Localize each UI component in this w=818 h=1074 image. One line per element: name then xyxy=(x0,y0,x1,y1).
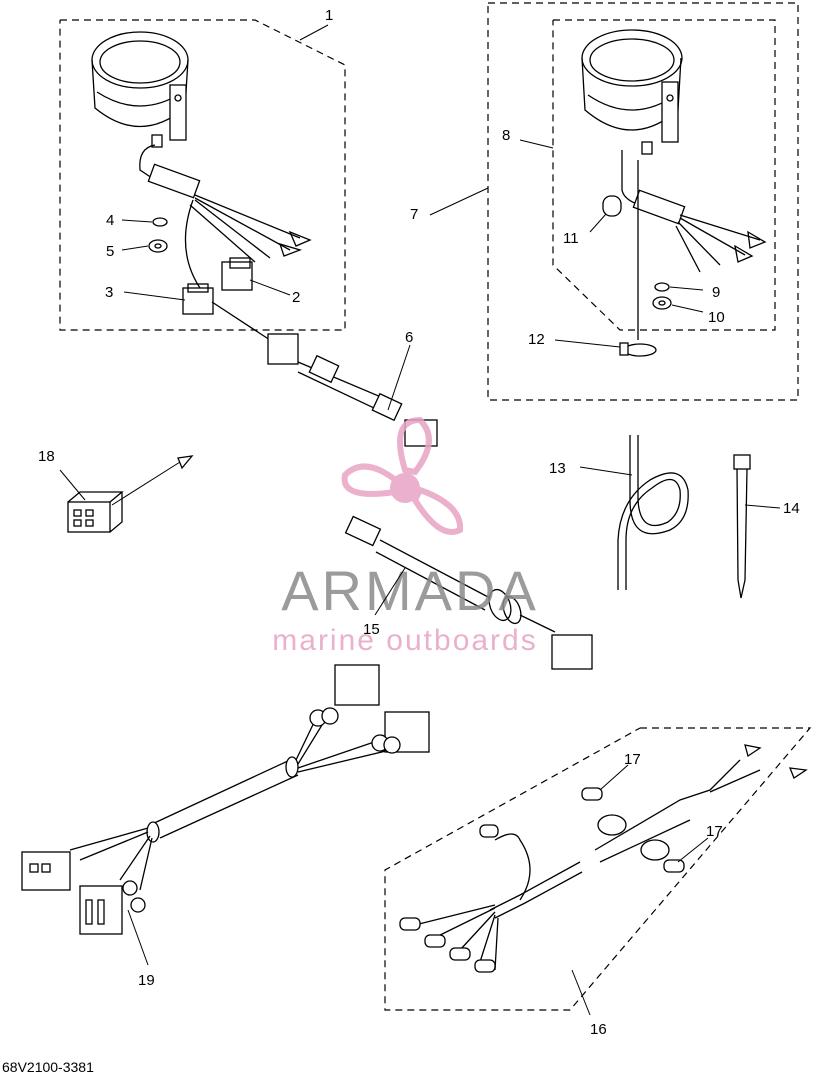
cap-11[interactable] xyxy=(602,195,622,217)
propeller-logo xyxy=(341,416,464,535)
connector-2[interactable] xyxy=(221,257,253,291)
watermark-brand: ARMADA xyxy=(281,559,539,622)
callout-7: 7 xyxy=(410,206,418,223)
callout-4: 4 xyxy=(106,212,114,229)
washer-4[interactable] xyxy=(152,217,168,227)
terminal-cap-17b[interactable] xyxy=(663,859,685,873)
callout-16: 16 xyxy=(590,1021,607,1038)
callout-labels: 1 2 3 4 5 6 7 8 9 10 11 12 13 14 15 16 1… xyxy=(38,7,800,1038)
callout-13: 13 xyxy=(549,460,566,477)
callout-12: 12 xyxy=(528,331,545,348)
callout-6: 6 xyxy=(405,329,413,346)
callout-8: 8 xyxy=(502,127,510,144)
callout-9: 9 xyxy=(712,284,720,301)
callout-17a: 17 xyxy=(624,751,641,768)
propeller-blade-left xyxy=(341,463,402,497)
watermark: ARMADA marine outboards xyxy=(272,416,539,657)
leader-lines xyxy=(59,24,781,1016)
callout-15: 15 xyxy=(363,621,380,638)
assembly-group-1 xyxy=(59,19,346,331)
cable-tie-14[interactable] xyxy=(733,454,751,599)
nut-5[interactable] xyxy=(148,239,168,253)
callout-11: 11 xyxy=(563,230,579,247)
gauge-harness-1[interactable] xyxy=(139,144,312,289)
callout-1: 1 xyxy=(325,7,333,24)
assembly-group-7 xyxy=(487,2,799,401)
callout-10: 10 xyxy=(708,309,725,326)
callout-18: 18 xyxy=(38,448,55,465)
callout-3: 3 xyxy=(105,284,113,301)
propeller-blade-top xyxy=(397,416,432,476)
sensor-cable-15[interactable] xyxy=(344,515,593,670)
gauge-meter-8[interactable] xyxy=(581,29,683,155)
main-harness-19[interactable] xyxy=(21,664,430,935)
diagram-code: 68V2100-3381 xyxy=(2,1059,94,1074)
sub-harness-16[interactable] xyxy=(399,744,808,973)
clip-12[interactable] xyxy=(619,342,657,357)
watermark-tagline: marine outboards xyxy=(272,624,537,657)
callout-2: 2 xyxy=(292,289,300,306)
nut-10[interactable] xyxy=(652,296,672,310)
assembly-group-16 xyxy=(384,727,812,1011)
terminal-cap-17a[interactable] xyxy=(581,787,603,801)
callout-14: 14 xyxy=(783,500,800,517)
callout-5: 5 xyxy=(106,243,114,260)
connector-3[interactable] xyxy=(182,283,214,315)
washer-9[interactable] xyxy=(654,282,670,292)
callout-19: 19 xyxy=(138,972,155,989)
tube-13[interactable] xyxy=(617,435,689,590)
gauge-meter-1[interactable] xyxy=(91,31,189,148)
propeller-hub xyxy=(390,473,420,503)
propeller-blade-right xyxy=(411,486,464,535)
callout-17b: 17 xyxy=(706,823,723,840)
gauge-harness-8[interactable] xyxy=(621,150,767,340)
coupler-18[interactable] xyxy=(67,491,124,533)
